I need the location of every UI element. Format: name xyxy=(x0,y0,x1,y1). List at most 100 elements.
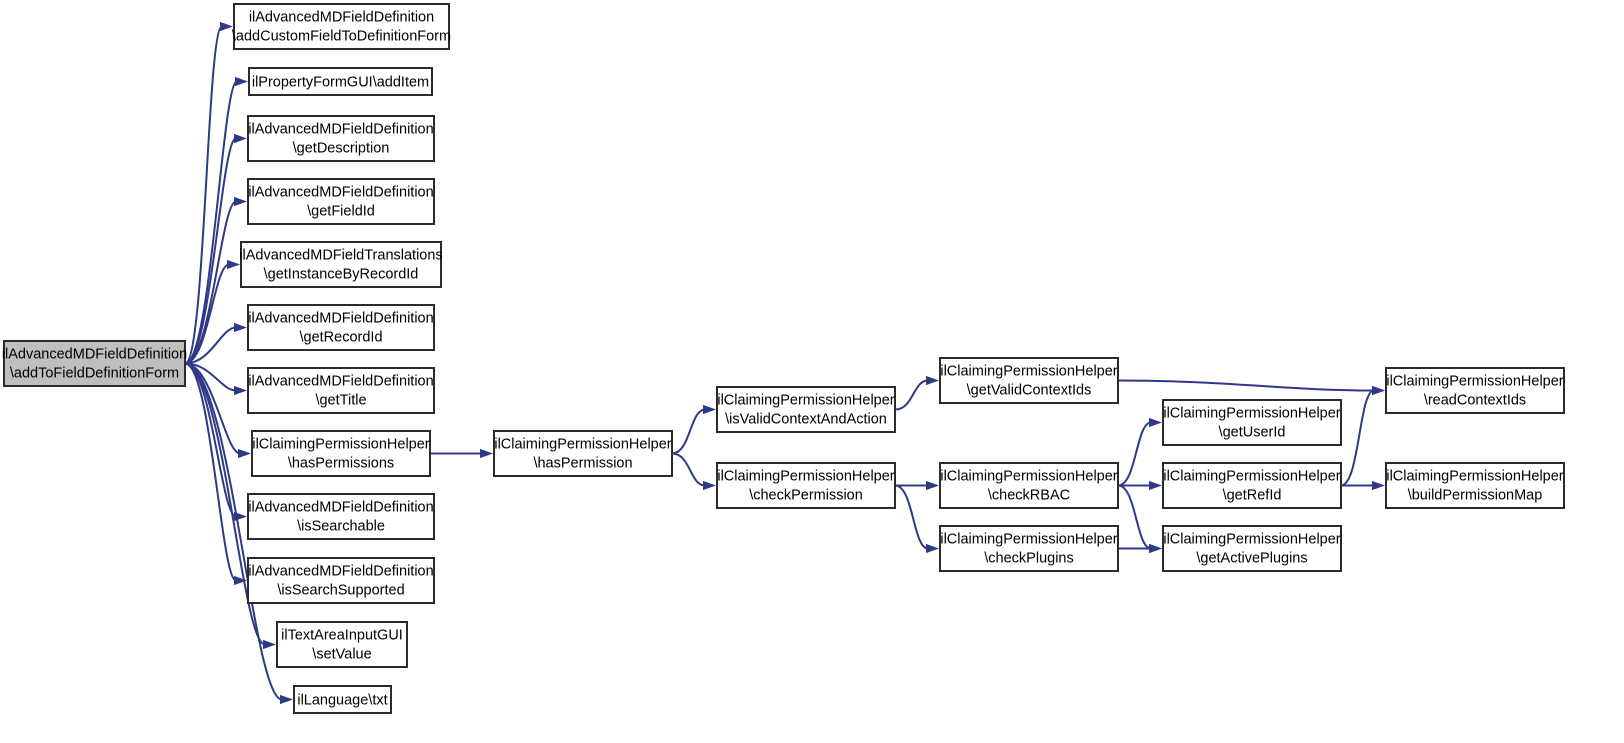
graph-node[interactable]: ilAdvancedMDFieldDefinition \isSearchSupp… xyxy=(247,557,435,604)
graph-node[interactable]: ilClaimingPermissionHelper\checkPlugins xyxy=(939,525,1119,572)
graph-node[interactable]: ilClaimingPermissionHelper \hasPermission xyxy=(493,430,673,477)
node-label-line1: ilTextAreaInputGUI xyxy=(281,627,403,643)
graph-node[interactable]: ilAdvancedMDFieldDefinition\isSearchable xyxy=(247,493,435,540)
graph-node[interactable]: ilAdvancedMDFieldDefinition \addCustomFie… xyxy=(232,3,451,50)
edge-arrowhead xyxy=(480,448,493,459)
node-label-line1: ilAdvancedMDFieldDefinition xyxy=(2,346,187,362)
node-label-line1: ilAdvancedMDFieldDefinition xyxy=(249,9,434,25)
node-label-line2: \getTitle xyxy=(315,392,366,408)
call-edge xyxy=(1340,385,1385,487)
edge-arrowhead xyxy=(1149,480,1162,491)
node-label-line2: \hasPermissions xyxy=(288,455,394,471)
node-label-line2: \getRefId xyxy=(1223,487,1282,503)
graph-node[interactable]: ilAdvancedMDFieldDefinition\getFieldId xyxy=(247,178,435,225)
graph-node[interactable]: ilClaimingPermissionHelper \hasPermission… xyxy=(251,430,431,477)
node-label-line2: \getDescription xyxy=(293,140,390,156)
graph-node[interactable]: ilPropertyFormGUI\addItem xyxy=(248,67,433,96)
node-label-line1: ilClaimingPermissionHelper xyxy=(717,468,894,484)
graph-node[interactable]: ilAdvancedMDFieldTranslations\getInstanc… xyxy=(239,241,443,288)
node-label-line1: ilAdvancedMDFieldDefinition xyxy=(248,121,433,137)
call-edge xyxy=(184,21,233,365)
node-label-line1: ilClaimingPermissionHelper xyxy=(1163,468,1340,484)
node-label-line1: ilClaimingPermissionHelper xyxy=(252,436,429,452)
edge-arrowhead xyxy=(926,375,939,386)
node-label-line2: \readContextIds xyxy=(1424,392,1526,408)
edge-arrowhead xyxy=(926,480,939,491)
graph-node[interactable]: ilClaimingPermissionHelper\getActivePlug… xyxy=(1162,525,1342,572)
graph-node[interactable]: ilLanguage\txt xyxy=(293,685,392,714)
edge-arrowhead xyxy=(1372,385,1385,396)
node-label-line2: \isValidContextAndAction xyxy=(725,411,887,427)
graph-node[interactable]: ilClaimingPermissionHelper \readContextId… xyxy=(1385,367,1565,414)
call-edge xyxy=(184,362,276,650)
call-edge xyxy=(1117,379,1385,396)
edge-layer xyxy=(184,21,1385,705)
node-label-line1: ilClaimingPermissionHelper xyxy=(1386,468,1563,484)
call-edge xyxy=(184,322,247,365)
edge-arrowhead xyxy=(235,76,248,87)
edge-arrowhead xyxy=(234,322,247,333)
graph-node[interactable]: ilClaimingPermissionHelper \checkRBAC xyxy=(939,462,1119,509)
edge-arrowhead xyxy=(220,21,233,32)
call-edge xyxy=(430,448,493,459)
call-edge xyxy=(894,375,939,411)
call-edge xyxy=(184,362,247,586)
node-label-line2: \isSearchSupported xyxy=(277,582,404,598)
node-label-line2: \getRecordId xyxy=(299,329,382,345)
graph-node-root[interactable]: ilAdvancedMDFieldDefinition\addToFieldDe… xyxy=(2,340,187,387)
call-edge xyxy=(671,404,716,455)
node-label-line1: ilLanguage\txt xyxy=(297,692,387,708)
node-label-line2: \addCustomFieldToDefinitionForm xyxy=(232,28,451,44)
node-label-line1: ilClaimingPermissionHelper xyxy=(1386,373,1563,389)
node-label-line2: \checkRBAC xyxy=(988,487,1070,503)
edge-arrowhead xyxy=(926,543,939,554)
node-label-line2: \setValue xyxy=(312,646,371,662)
edge-arrowhead xyxy=(227,259,240,270)
node-layer: ilAdvancedMDFieldDefinition\addToFieldDe… xyxy=(2,3,1565,714)
node-label-line2: \hasPermission xyxy=(533,455,632,471)
node-label-line2: \isSearchable xyxy=(297,518,385,534)
graph-node[interactable]: ilAdvancedMDFieldDefinition \getTitle xyxy=(247,367,435,414)
graph-node[interactable]: ilClaimingPermissionHelper\getUserId xyxy=(1162,399,1342,446)
call-edge xyxy=(1118,480,1162,491)
edge-arrowhead xyxy=(1149,417,1162,428)
graph-node[interactable]: ilTextAreaInputGUI \setValue xyxy=(276,621,408,668)
node-label-line1: ilAdvancedMDFieldDefinition xyxy=(248,563,433,579)
node-label-line1: ilAdvancedMDFieldDefinition xyxy=(248,310,433,326)
node-label-line2: \getValidContextIds xyxy=(967,382,1092,398)
graph-node[interactable]: ilAdvancedMDFieldDefinition \getDescripti… xyxy=(247,115,435,162)
node-label-line2: \checkPermission xyxy=(749,487,863,503)
graph-node[interactable]: ilClaimingPermissionHelper \buildPermissi… xyxy=(1385,462,1565,509)
edge-arrowhead xyxy=(238,448,251,459)
node-label-line1: ilClaimingPermissionHelper xyxy=(717,392,894,408)
call-edge xyxy=(184,76,248,365)
edge-arrowhead xyxy=(234,575,247,586)
node-label-line1: ilAdvancedMDFieldDefinition xyxy=(248,184,433,200)
node-label-line1: ilClaimingPermissionHelper xyxy=(1163,531,1340,547)
node-label-line1: ilAdvancedMDFieldDefinition xyxy=(248,373,433,389)
edge-arrowhead xyxy=(1372,480,1385,491)
call-edge xyxy=(1117,417,1162,487)
node-label-line1: ilClaimingPermissionHelper xyxy=(940,468,1117,484)
call-edge xyxy=(184,133,247,365)
node-label-line1: ilClaimingPermissionHelper xyxy=(940,531,1117,547)
call-edge xyxy=(1118,543,1162,554)
node-label-line2: \buildPermissionMap xyxy=(1408,487,1543,503)
call-edge xyxy=(671,452,716,491)
node-label-line1: ilClaimingPermissionHelper xyxy=(494,436,671,452)
graph-node[interactable]: ilClaimingPermissionHelper \isValidContex… xyxy=(716,386,896,433)
edge-arrowhead xyxy=(280,694,293,705)
node-label-line2: \getUserId xyxy=(1219,424,1286,440)
call-edge xyxy=(184,362,293,705)
graph-node[interactable]: ilClaimingPermissionHelper\getValidConte… xyxy=(939,357,1119,404)
edge-arrowhead xyxy=(234,385,247,396)
call-edge xyxy=(184,362,247,522)
node-label-line1: ilPropertyFormGUI\addItem xyxy=(252,74,429,90)
graph-node[interactable]: ilClaimingPermissionHelper \checkPermissi… xyxy=(716,462,896,509)
graph-node[interactable]: ilAdvancedMDFieldDefinition \getRecordId xyxy=(247,304,435,351)
graph-node[interactable]: ilClaimingPermissionHelper \getRefId xyxy=(1162,462,1342,509)
call-edge xyxy=(894,484,939,554)
call-edge xyxy=(1117,484,1162,554)
